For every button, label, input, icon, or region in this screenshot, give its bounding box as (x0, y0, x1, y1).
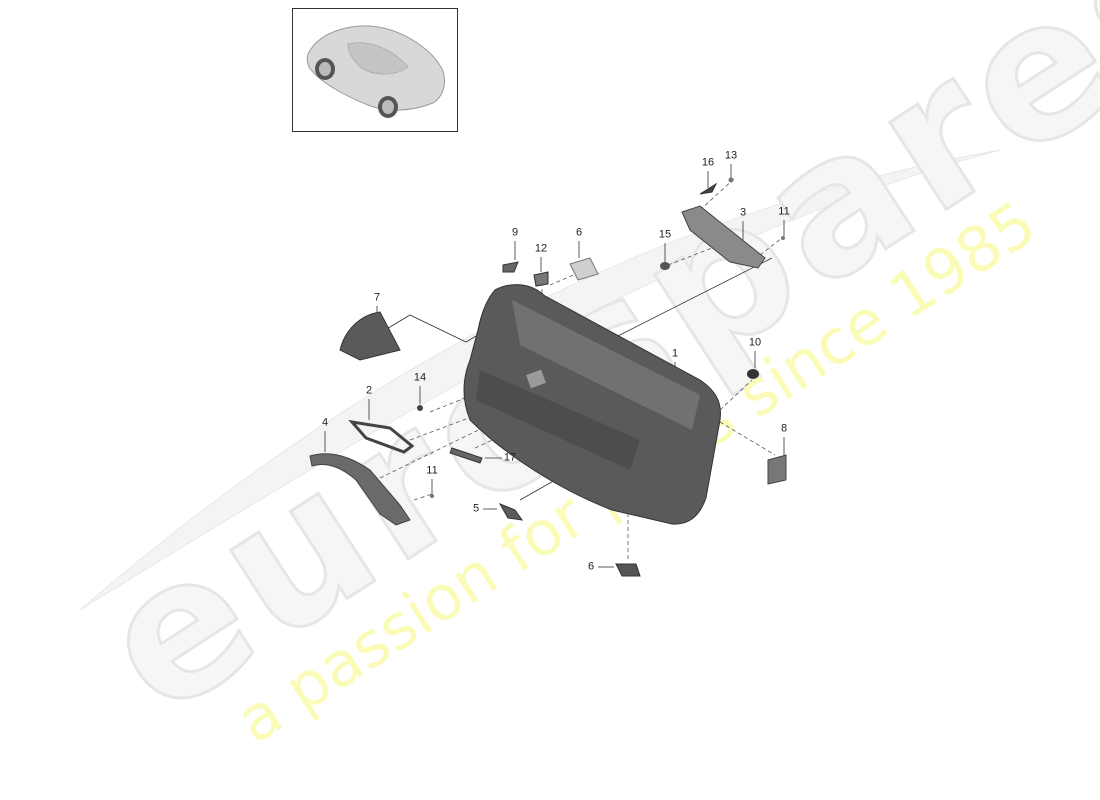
callout-6-bottom[interactable]: 6 (587, 560, 595, 573)
watermark-swoosh (79, 149, 1001, 611)
part-13-nut (728, 177, 734, 183)
part-3-bracket (681, 205, 766, 269)
callout-14[interactable]: 14 (413, 371, 427, 384)
part-4-grab-handle (309, 453, 411, 526)
callout-8[interactable]: 8 (780, 422, 788, 435)
callout-12[interactable]: 12 (534, 242, 548, 255)
callout-13[interactable]: 13 (724, 149, 738, 162)
callout-15[interactable]: 15 (658, 228, 672, 241)
part-6-switch-bezel-top (569, 257, 599, 281)
part-6-switch-bezel-bottom (615, 563, 641, 577)
part-11-screw-bottom (430, 494, 434, 498)
part-2-bezel (348, 419, 415, 454)
callout-6-top[interactable]: 6 (575, 226, 583, 239)
part-17-strip (449, 447, 483, 464)
part-12-clip (533, 271, 549, 287)
part-9-cover (502, 261, 519, 273)
callout-7[interactable]: 7 (373, 291, 381, 304)
part-10-clip (747, 369, 759, 379)
part-8-end-cap (767, 454, 787, 485)
car-icon (306, 25, 446, 118)
callout-11-bottom[interactable]: 11 (426, 464, 438, 477)
callout-4[interactable]: 4 (321, 416, 329, 429)
callout-16[interactable]: 16 (701, 156, 715, 169)
part-14-nut (417, 405, 423, 411)
callout-3[interactable]: 3 (739, 206, 747, 219)
callout-10[interactable]: 10 (748, 336, 762, 349)
callout-5[interactable]: 5 (472, 502, 480, 515)
callout-17[interactable]: 17 (503, 451, 517, 464)
callout-9[interactable]: 9 (511, 226, 519, 239)
vehicle-thumbnail (292, 8, 458, 132)
part-15-plug (660, 262, 670, 270)
part-16-seal (699, 182, 718, 195)
part-7-mirror-triangle (339, 311, 401, 361)
part-11-screw-top (781, 236, 785, 240)
part-5-trim-piece (498, 503, 524, 521)
callout-2[interactable]: 2 (365, 384, 373, 397)
callout-1[interactable]: 1 (671, 347, 679, 360)
callout-11-top[interactable]: 11 (778, 205, 790, 218)
